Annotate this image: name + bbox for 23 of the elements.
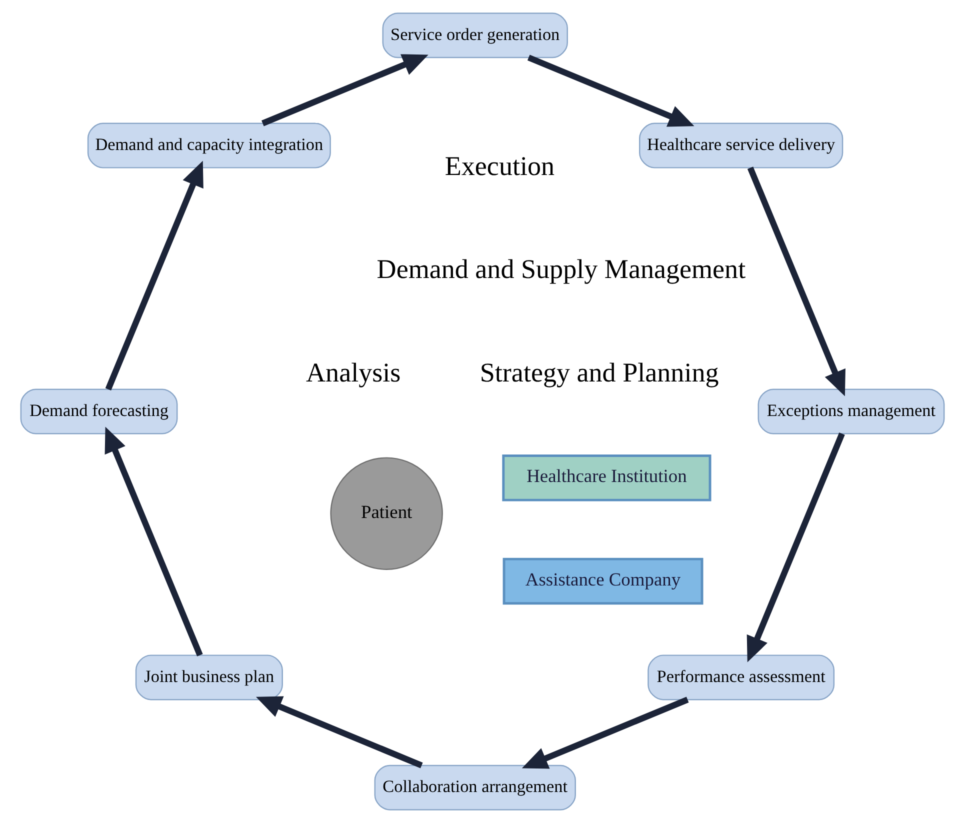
node-circle: Patient <box>330 457 443 570</box>
arrow <box>527 54 694 127</box>
node-box: Collaboration arrangement <box>374 764 576 810</box>
node-box: Service order generation <box>382 12 568 58</box>
arrow <box>262 54 428 126</box>
node-box: Performance assessment <box>648 654 835 700</box>
arrow <box>747 166 846 396</box>
label: Strategy and Planning <box>480 357 719 388</box>
node-box: Healthcare service delivery <box>639 122 844 168</box>
node-box: Joint business plan <box>135 654 283 700</box>
node-box: Assistance Company <box>502 558 704 605</box>
arrow <box>256 696 423 768</box>
node-box: Healthcare Institution <box>502 454 712 502</box>
node-box: Exceptions management <box>758 388 945 434</box>
label: Analysis <box>306 357 401 388</box>
node-box: Demand forecasting <box>20 388 178 434</box>
arrow <box>522 696 689 769</box>
node-box: Demand and capacity integration <box>87 122 331 168</box>
label: Demand and Supply Management <box>376 254 746 284</box>
arrow <box>746 432 845 662</box>
label: Execution <box>444 150 555 181</box>
arrow <box>105 160 204 390</box>
arrow <box>104 426 203 656</box>
